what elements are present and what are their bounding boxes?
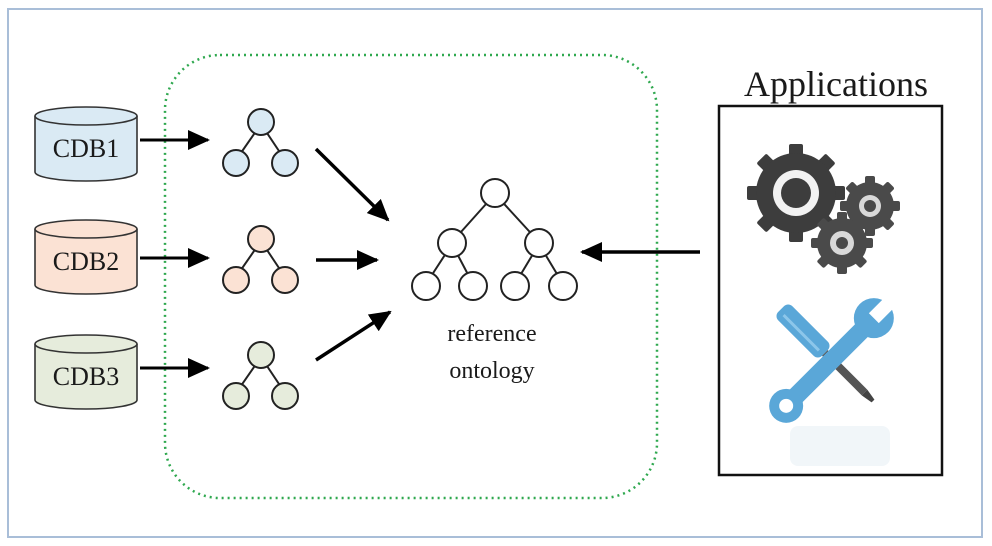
arrow-tree1-to-reference bbox=[314, 147, 390, 222]
arrow-tree3-to-reference bbox=[315, 310, 392, 362]
database-cdb3: CDB3 bbox=[34, 334, 138, 410]
local-ontology-tree-2 bbox=[222, 225, 299, 294]
database-cdb1: CDB1 bbox=[34, 106, 138, 182]
cdb3-label: CDB3 bbox=[53, 362, 119, 391]
gears-icon bbox=[747, 144, 900, 274]
reference-ontology-label-line2: ontology bbox=[449, 358, 534, 384]
cdb2-label: CDB2 bbox=[53, 247, 119, 276]
applications-title: Applications bbox=[744, 64, 928, 104]
wrench-screwdriver-icon bbox=[769, 296, 896, 466]
reference-ontology-label-line1: reference bbox=[447, 321, 536, 347]
cdb1-label: CDB1 bbox=[53, 134, 119, 163]
local-ontology-tree-3 bbox=[222, 341, 299, 410]
database-cdb2: CDB2 bbox=[34, 219, 138, 295]
reference-ontology-tree bbox=[411, 178, 578, 301]
local-ontology-tree-1 bbox=[222, 108, 299, 177]
